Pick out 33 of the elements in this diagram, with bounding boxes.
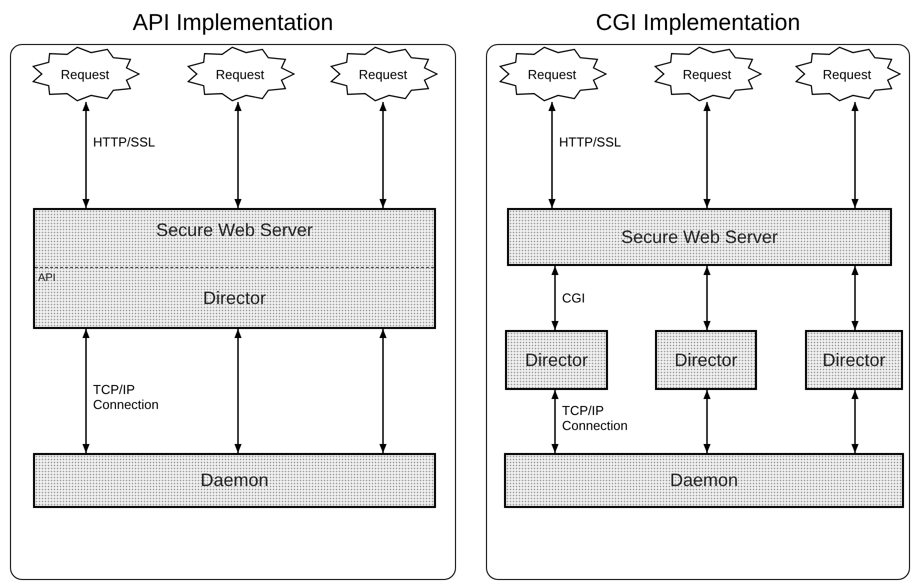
double-arrow	[234, 329, 242, 453]
double-arrow	[551, 266, 559, 330]
request-cloud: Request	[328, 46, 438, 102]
double-arrow	[82, 329, 90, 453]
double-arrow	[703, 390, 711, 453]
double-arrow	[82, 102, 90, 208]
request-cloud: Request	[30, 46, 140, 102]
request-cloud: Request	[793, 46, 901, 102]
double-arrow	[851, 390, 859, 453]
double-arrow	[703, 102, 711, 208]
process-box: Director	[505, 330, 608, 390]
server-box	[33, 208, 436, 329]
box-title: Secure Web Server	[155, 220, 314, 241]
process-box: Director	[805, 330, 903, 390]
double-arrow	[234, 102, 242, 208]
request-cloud: Request	[497, 46, 607, 102]
request-cloud: Request	[652, 46, 762, 102]
process-box: Secure Web Server	[507, 208, 892, 266]
double-arrow	[548, 102, 556, 208]
double-arrow	[851, 102, 859, 208]
process-box: Daemon	[33, 453, 436, 508]
double-arrow	[851, 266, 859, 330]
layer-tag: API	[38, 272, 56, 284]
process-box: Daemon	[504, 453, 904, 508]
box-title: Director	[202, 288, 267, 309]
double-arrow	[703, 266, 711, 330]
double-arrow	[379, 329, 387, 453]
panel-heading: API Implementation	[132, 8, 334, 36]
process-box: Director	[655, 330, 757, 390]
double-arrow	[379, 102, 387, 208]
double-arrow	[551, 390, 559, 453]
panel-heading: CGI Implementation	[594, 8, 802, 36]
request-cloud: Request	[185, 46, 295, 102]
